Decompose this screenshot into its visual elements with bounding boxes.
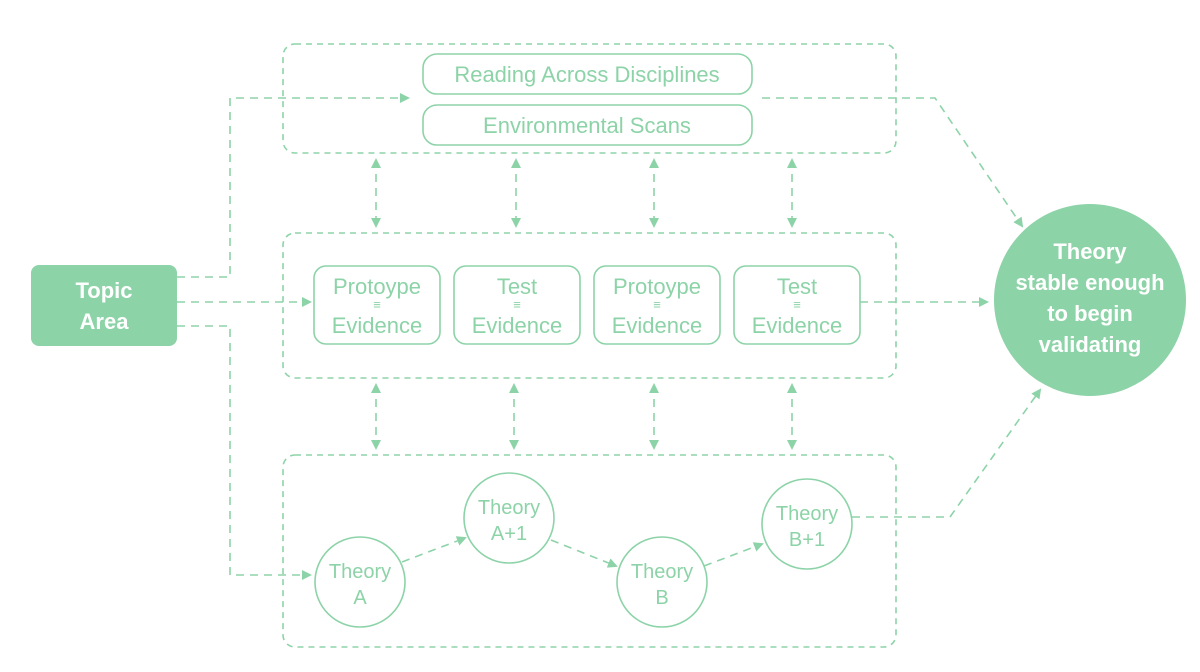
outcome-line2: stable enough [1015, 270, 1164, 295]
evidence-node-1-subtitle: Evidence [332, 313, 423, 338]
theory-b-line2: B [655, 587, 668, 609]
evidence-node-2: Test ≡ Evidence [453, 265, 581, 345]
outcome-line1: Theory [1053, 239, 1127, 264]
evidence-node-3-separator: ≡ [653, 297, 661, 312]
evidence-node-4-title: Test [777, 274, 817, 299]
theory-node-a: Theory A [314, 536, 406, 628]
topic-to-research-arrow [177, 93, 410, 278]
theory-a-plus-1-line2: A+1 [491, 523, 527, 545]
evidence-node-4-subtitle: Evidence [752, 313, 843, 338]
evidence-node-3: Protoype ≡ Evidence [593, 265, 721, 345]
theory-b-plus-1-line1: Theory [776, 503, 838, 525]
evidence-node-1: Protoype ≡ Evidence [313, 265, 441, 345]
scans-label: Environmental Scans [483, 113, 691, 138]
theory-a-to-a-plus-1-arrow [401, 536, 467, 563]
topic-line1: Topic [75, 278, 132, 303]
theory-a-plus-1-to-b-arrow [550, 539, 618, 568]
theory-a-line1: Theory [329, 561, 391, 583]
outcome-line3: to begin [1047, 301, 1133, 326]
topic-line2: Area [80, 309, 130, 334]
theory-node-b: Theory B [616, 536, 708, 628]
theory-group-frame [282, 454, 897, 648]
evidence-node-2-title: Test [497, 274, 537, 299]
evidence-node-2-separator: ≡ [513, 297, 521, 312]
topic-to-theory-arrow [177, 325, 312, 580]
theory-a-plus-1-line1: Theory [478, 497, 540, 519]
outcome-line4: validating [1039, 332, 1142, 357]
evidence-node-2-subtitle: Evidence [472, 313, 563, 338]
theory-b-to-b-plus-1-arrow [703, 542, 764, 567]
evidence-node-1-title: Protoype [333, 274, 421, 299]
theory-to-outcome-arrow [852, 388, 1042, 518]
topic-area-node: Topic Area [31, 265, 177, 346]
reading-across-disciplines-node: Reading Across Disciplines [422, 53, 753, 95]
reading-label: Reading Across Disciplines [454, 62, 719, 87]
research-to-outcome-arrow [762, 97, 1024, 228]
theory-a-line2: A [353, 587, 367, 609]
theory-b-plus-1-line2: B+1 [789, 529, 825, 551]
environmental-scans-node: Environmental Scans [422, 104, 753, 146]
theory-b-line1: Theory [631, 561, 693, 583]
evidence-node-3-subtitle: Evidence [612, 313, 703, 338]
theory-node-a-plus-1: Theory A+1 [463, 472, 555, 564]
evidence-node-1-separator: ≡ [373, 297, 381, 312]
theory-node-b-plus-1: Theory B+1 [761, 478, 853, 570]
outcome-node: Theory stable enough to begin validating [994, 204, 1186, 396]
evidence-node-3-title: Protoype [613, 274, 701, 299]
evidence-node-4: Test ≡ Evidence [733, 265, 861, 345]
evidence-node-4-separator: ≡ [793, 297, 801, 312]
